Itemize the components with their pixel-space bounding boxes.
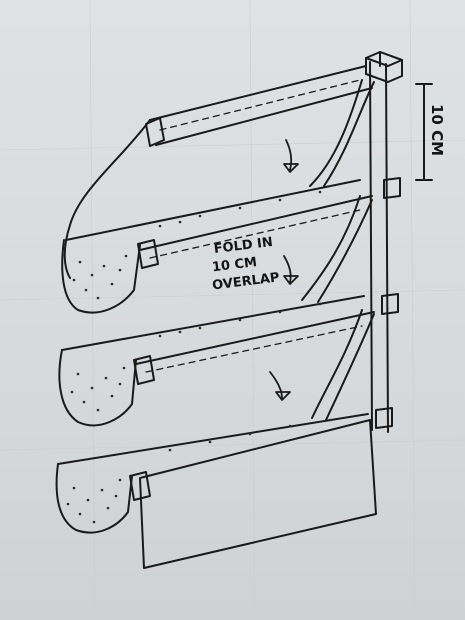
- fold-arrow-1: [283, 139, 299, 173]
- top-ring-clip: [145, 117, 165, 147]
- soil-fill-tier-1: [72, 190, 322, 300]
- pocket-tier-3: [55, 309, 375, 534]
- front-panel: [139, 419, 377, 569]
- ring-clip-tier-1: [137, 177, 401, 269]
- dimension-label: 10 CM: [428, 104, 446, 156]
- soil-fill-tier-2: [70, 302, 322, 412]
- fold-arrow-2: [283, 255, 299, 285]
- pocket-tier-2: [58, 195, 375, 427]
- fold-note-line-2: 10 CM: [211, 255, 258, 275]
- support-post: [365, 51, 403, 433]
- ring-clip-tier-2: [133, 293, 399, 385]
- fold-arrow-3: [269, 371, 291, 401]
- fold-note-line-1: FOLD IN: [213, 235, 274, 257]
- pocket-tier-1: [61, 79, 375, 314]
- fold-overlap-note: FOLD IN 10 CM OVERLAP: [211, 235, 280, 294]
- dimension-marker: [415, 83, 433, 181]
- top-fabric-sheet: [63, 65, 373, 279]
- soil-fill-tier-3: [66, 418, 332, 524]
- ring-clip-tier-3: [129, 407, 393, 501]
